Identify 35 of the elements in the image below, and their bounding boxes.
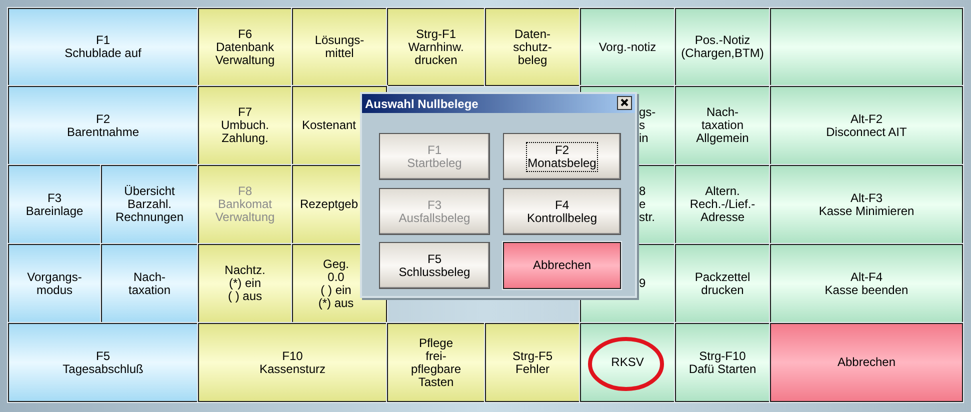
function-button: F4 Kontrollbeleg [503, 188, 621, 235]
function-button: Packzettel drucken [675, 244, 770, 323]
function-button: F1 Schublade auf [8, 8, 198, 86]
function-button: Lösungs- mittel [292, 8, 387, 86]
function-button: Alt-F2 Disconnect AIT [770, 86, 963, 165]
function-button: Pos.-Notiz (Chargen,BTM) [675, 8, 770, 86]
function-button: Nach- taxation Allgemein [675, 86, 770, 165]
function-button: Alt-F3 Kasse Minimieren [770, 165, 963, 244]
function-button: F3 Bareinlage [8, 165, 101, 244]
function-button: Strg-F10 Dafü Starten [675, 323, 770, 402]
function-button: Vorgangs- modus [8, 244, 101, 323]
function-button: F7 Umbuch. Zahlung. [198, 86, 292, 165]
function-button: Pflege frei- pflegbare Tasten [387, 323, 485, 402]
function-button: F1 Startbeleg [379, 133, 490, 180]
function-button: Abbrechen [770, 323, 963, 402]
function-button: F2 Barentnahme [8, 86, 198, 165]
function-button: Strg-F1 Warnhinw. drucken [387, 8, 485, 86]
function-button: F5 Tagesabschluß [8, 323, 198, 402]
function-button: F8 Bankomat Verwaltung [198, 165, 292, 244]
function-button: Abbrechen [503, 242, 621, 289]
function-button: Nach- taxation [101, 244, 198, 323]
function-button: F5 Schlussbeleg [379, 242, 490, 289]
function-button: Altern. Rech.-/Lief.- Adresse [675, 165, 770, 244]
dialog-window [360, 92, 637, 298]
function-button: Vorg.-notiz [580, 8, 675, 86]
function-button: Nachtz. (*) ein ( ) aus [198, 244, 292, 323]
function-button: F10 Kassensturz [198, 323, 387, 402]
function-button: Strg-F5 Fehler [485, 323, 580, 402]
blank-button [770, 8, 963, 86]
function-button: Alt-F4 Kasse beenden [770, 244, 963, 323]
function-button: Übersicht Barzahl. Rechnungen [101, 165, 198, 244]
function-button: F3 Ausfallsbeleg [379, 188, 490, 235]
function-button: F6 Datenbank Verwaltung [198, 8, 292, 86]
function-button: Daten- schutz- beleg [485, 8, 580, 86]
function-button: F2 Monatsbeleg [503, 133, 621, 180]
